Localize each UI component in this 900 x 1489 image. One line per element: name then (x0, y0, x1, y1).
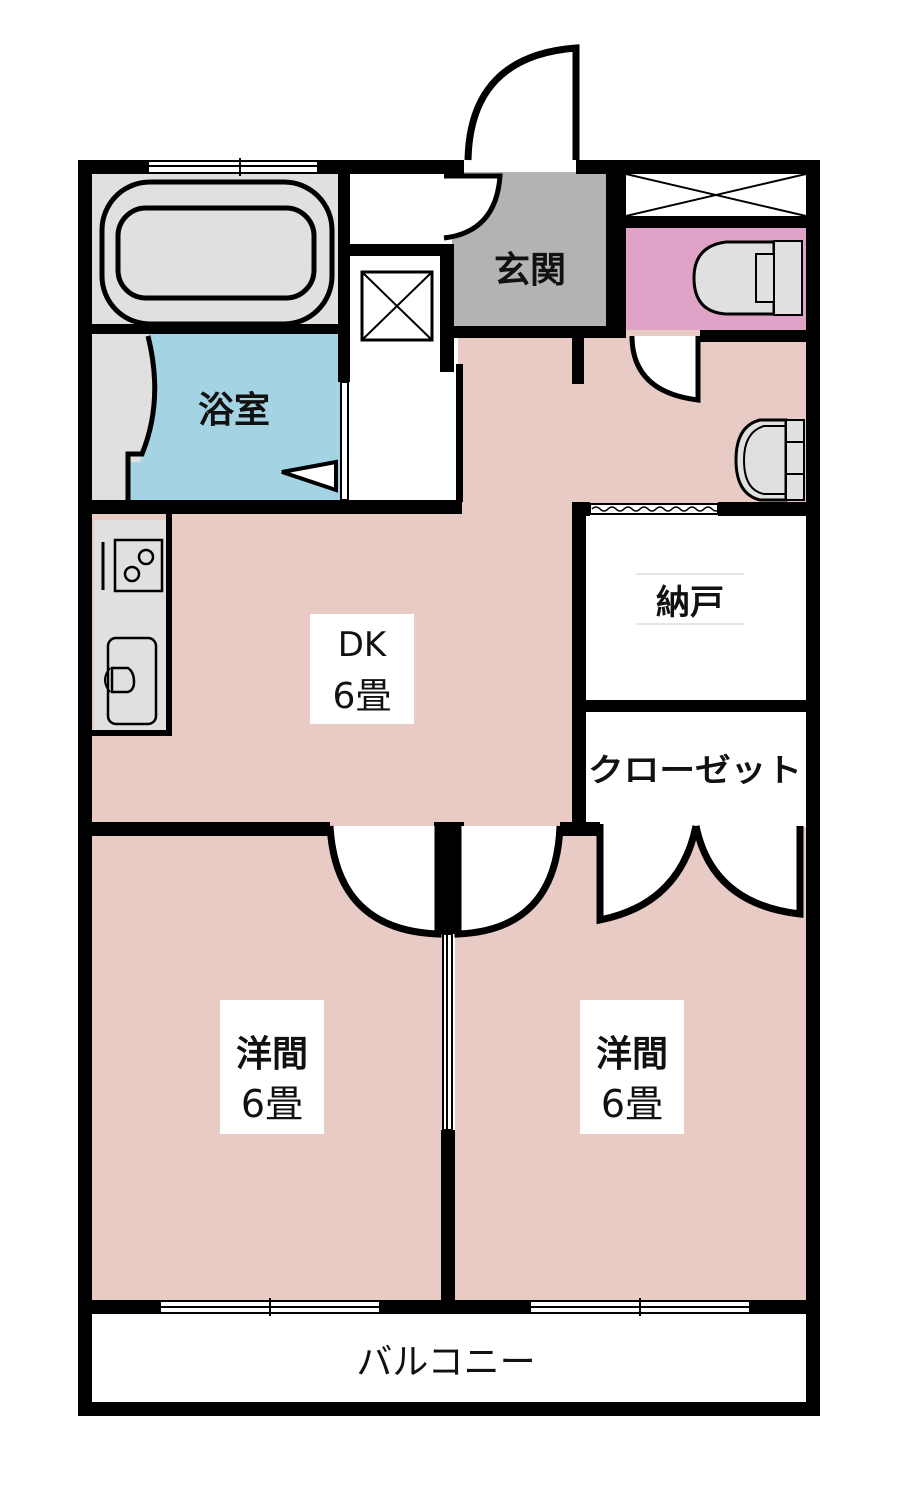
bath-floor (128, 333, 340, 502)
label-backgrounds (220, 573, 744, 1134)
wall-kitchen-right (166, 514, 172, 734)
wall-genkan-left (440, 244, 454, 372)
storage-label: 納戸 (656, 583, 724, 623)
western-right-size: 6畳 (601, 1082, 663, 1126)
wall-genkan-right (606, 160, 626, 336)
wall-genkan-bottom (440, 326, 626, 338)
toilet-door[interactable] (629, 335, 701, 403)
wall-tub-sep (92, 324, 340, 334)
wall-top-mid (318, 160, 464, 174)
wall-balcony-top-a (78, 1300, 160, 1314)
wall-bath-right (338, 160, 350, 382)
genkan-label: 玄関 (494, 250, 566, 291)
western-left-door[interactable] (326, 825, 442, 938)
dk-label: DK (338, 625, 388, 665)
wall-outer-left (78, 160, 92, 1414)
wall-storage-left (572, 502, 586, 828)
wall-outer-right (806, 160, 820, 1414)
dk-label-bg (310, 614, 414, 724)
sink-icon (104, 636, 158, 726)
washroom-door[interactable] (443, 173, 503, 241)
fixtures (99, 173, 807, 726)
western-left-label: 洋間 (236, 1034, 308, 1075)
balcony-window-left (159, 1298, 381, 1316)
wall-room-divider (441, 822, 455, 934)
windows (147, 158, 751, 1316)
wall-dk-bottom-left (88, 822, 330, 836)
wall-top-right (576, 160, 820, 174)
bath-counter-curve (125, 335, 158, 502)
wall-wash-top (348, 244, 452, 256)
room-labels: 浴室 玄関 DK 6畳 納戸 クローゼット 洋間 6畳 洋間 6畳 バルコニー (198, 250, 802, 1383)
doors (326, 44, 804, 938)
wall-balcony-top-c (750, 1300, 820, 1314)
dk-size: 6畳 (333, 676, 392, 717)
bath-label: 浴室 (198, 390, 270, 431)
wall-top-left (78, 160, 148, 174)
wall-room-divider-low (441, 1130, 455, 1310)
washbasin-icon (734, 418, 805, 502)
storage-sliding-door (589, 503, 721, 515)
storage-floor (584, 514, 806, 702)
closet-door-left[interactable] (596, 824, 700, 925)
wall-storage-top-r (718, 502, 808, 516)
toilet-icon (692, 240, 803, 316)
entrance-door[interactable] (464, 44, 580, 161)
bath-sliding-door (340, 381, 349, 501)
bathtub-icon (99, 179, 335, 327)
walls (78, 160, 820, 1416)
western-left-label-bg (220, 1000, 324, 1134)
wall-shoe-toilet (626, 216, 806, 228)
wall-toilet-bottom (700, 330, 806, 342)
wall-bath-bottom (78, 500, 462, 514)
closet-door-right[interactable] (692, 825, 804, 918)
bath-window (147, 158, 319, 176)
bath-door-triangle (281, 459, 338, 493)
shoe-cabinet-icon (625, 173, 807, 217)
wall-dk-bottom-right (560, 822, 600, 836)
washer-space-icon (360, 270, 434, 342)
balcony-floor (88, 1312, 808, 1404)
balcony-label: バルコニー (356, 1342, 535, 1383)
wall-storage-top (572, 502, 590, 516)
closet-label: クローゼット (588, 751, 802, 789)
wall-genkan-stub (572, 326, 584, 384)
wall-outer-bottom (78, 1402, 820, 1416)
wall-storage-closet (584, 700, 806, 712)
stove-icon (101, 538, 164, 593)
wall-balcony-top-b (380, 1300, 530, 1314)
western-right-label: 洋間 (596, 1034, 668, 1075)
western-right-label-bg (580, 1000, 684, 1134)
wall-kitchen-bottom (88, 730, 172, 736)
divider-sliding-door (442, 933, 453, 1131)
wall-wash-door-rail (456, 364, 463, 502)
balcony-window-right (529, 1298, 751, 1316)
western-right-door[interactable] (454, 825, 564, 938)
closet-floor (584, 712, 806, 827)
western-left-size: 6畳 (241, 1082, 303, 1126)
